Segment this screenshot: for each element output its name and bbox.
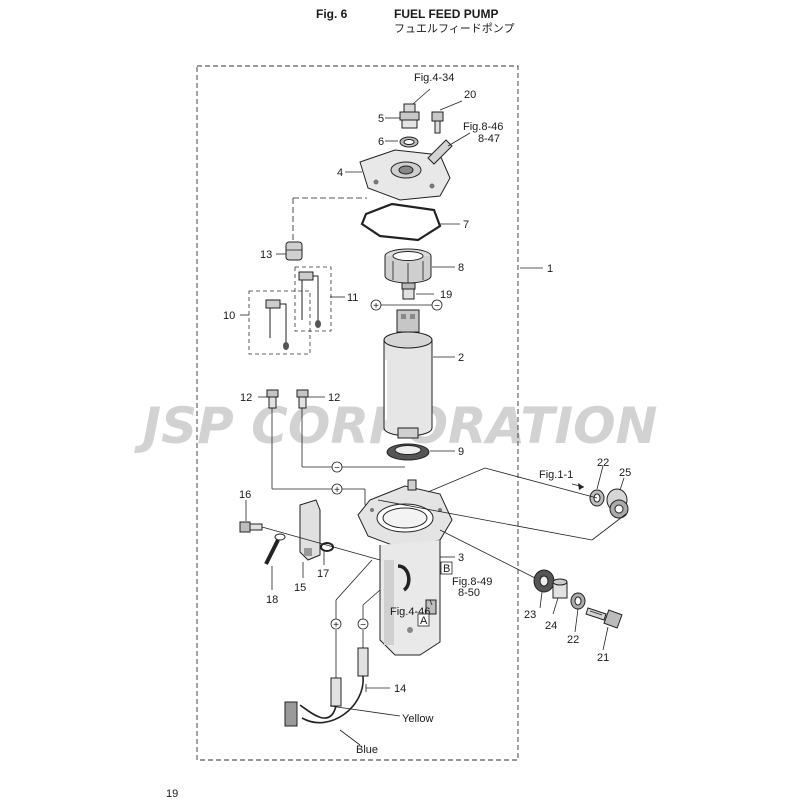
- callout-19: 19: [440, 289, 452, 301]
- assembly-center-lines: [261, 197, 627, 619]
- callout-7: 7: [463, 219, 469, 231]
- part-11-clip: [298, 271, 321, 328]
- part-16-bolt: [239, 521, 263, 533]
- svg-text:+: +: [334, 485, 340, 496]
- ref-fig8-46: Fig.8-46: [463, 121, 503, 133]
- part-20-bolt: [431, 111, 444, 134]
- callout-18: 18: [266, 594, 278, 606]
- part-11-group-box: [294, 266, 332, 332]
- part-4-cover: [359, 139, 453, 201]
- callout-3: 3: [458, 552, 464, 564]
- part-21-bolt: [585, 607, 623, 629]
- wire-label-blue: Blue: [356, 744, 378, 756]
- leader-lines: [240, 88, 625, 746]
- callout-9: 9: [458, 446, 464, 458]
- ref-fig8-49: Fig.8-49: [452, 576, 492, 588]
- part-19-filter: [401, 282, 416, 300]
- callout-20: 20: [464, 89, 476, 101]
- callout-4: 4: [337, 167, 343, 179]
- part-8-retainer-ring: [384, 248, 432, 284]
- part-12-bolt-left: [266, 389, 279, 409]
- callout-23: 23: [524, 609, 536, 621]
- ref-8-50: 8-50: [458, 587, 480, 599]
- ref-8-47: 8-47: [478, 133, 500, 145]
- part-2-fuel-pump: [383, 309, 433, 439]
- callout-numbers: 20 5 6 4 7 8 1 19 2 9 3 13 11 10 12 12 1…: [223, 89, 631, 695]
- page-number: 19: [166, 788, 179, 800]
- figure-number: Fig. 6: [316, 7, 348, 21]
- ref-box-b: B: [443, 563, 450, 575]
- part-7-gasket: [360, 202, 442, 242]
- ref-fig1-1: Fig.1-1: [539, 469, 573, 481]
- wire-label-yellow: Yellow: [402, 713, 433, 725]
- figure-title-english: FUEL FEED PUMP: [394, 7, 499, 21]
- figure-references: Fig.4-34 Fig.8-46 8-47 Fig.1-1 Fig.8-49 …: [356, 72, 573, 756]
- part-24-collar: [552, 578, 568, 599]
- svg-text:+: +: [333, 620, 339, 631]
- svg-text:−: −: [334, 463, 340, 474]
- assembly-boundary: [196, 65, 519, 761]
- callout-17: 17: [317, 568, 329, 580]
- callout-22-bottom: 22: [567, 634, 579, 646]
- part-3-housing: [357, 479, 453, 656]
- ref-box-a: A: [420, 615, 428, 627]
- part-23-bush: [533, 569, 555, 593]
- part-15-bracket: [299, 499, 321, 561]
- callout-10: 10: [223, 310, 235, 322]
- callout-21: 21: [597, 652, 609, 664]
- callout-11: 11: [347, 292, 358, 304]
- callout-5: 5: [378, 113, 384, 125]
- part-10-clip: [265, 299, 289, 350]
- part-5-fitting: [399, 103, 420, 129]
- callout-16: 16: [239, 489, 251, 501]
- callout-8: 8: [458, 262, 464, 274]
- callout-25: 25: [619, 467, 631, 479]
- callout-1: 1: [547, 263, 553, 275]
- pump-terminal-polarity: + −: [370, 299, 443, 312]
- part-14-wire-harness: [284, 630, 369, 727]
- part-12-bolt-right: [296, 389, 309, 409]
- part-25-cap: [606, 488, 629, 519]
- callout-15: 15: [294, 582, 306, 594]
- svg-text:−: −: [360, 620, 366, 631]
- callout-13: 13: [260, 249, 272, 261]
- figure-title-japanese: フュエルフィードポンプ: [394, 23, 515, 35]
- part-9-seal: [386, 443, 430, 461]
- svg-text:+: +: [373, 301, 379, 312]
- callout-12-left: 12: [240, 392, 252, 404]
- ref-fig4-34: Fig.4-34: [414, 72, 454, 84]
- callout-24: 24: [545, 620, 557, 632]
- callout-6: 6: [378, 136, 384, 148]
- part-13-grommet: [285, 241, 303, 261]
- callout-22-top: 22: [597, 457, 609, 469]
- svg-text:−: −: [434, 301, 440, 312]
- callout-12-right: 12: [328, 392, 340, 404]
- part-10-group-box: [248, 290, 311, 355]
- wire-polarity-marks: − + + −: [330, 461, 369, 631]
- callout-14: 14: [394, 683, 406, 695]
- callout-2: 2: [458, 352, 464, 364]
- part-18-tie: [264, 533, 286, 565]
